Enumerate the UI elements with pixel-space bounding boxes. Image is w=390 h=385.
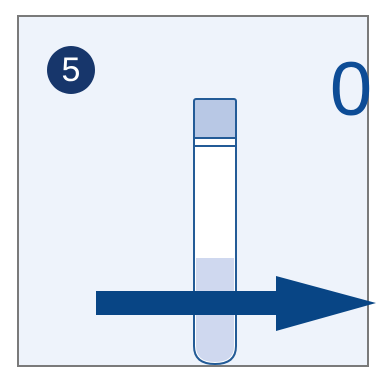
- sample-tube-icon: [194, 99, 236, 364]
- arrow-shaft: [96, 291, 278, 315]
- tube-cap: [194, 99, 236, 140]
- arrow-head: [276, 276, 376, 331]
